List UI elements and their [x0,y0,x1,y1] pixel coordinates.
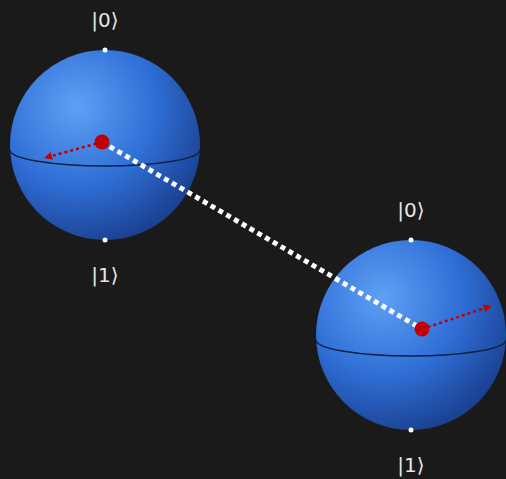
state-point [95,135,110,150]
state-zero-label: |0⟩ [311,198,506,222]
state-zero-label: |0⟩ [5,8,205,32]
state-one-label: |1⟩ [311,453,506,477]
sphere-drawing [311,190,506,479]
bloch-sphere: |0⟩ |1⟩ [311,190,506,479]
entanglement-link [102,142,422,329]
state-one-label: |1⟩ [5,263,205,287]
bloch-sphere: |0⟩ |1⟩ [5,0,205,290]
sphere-drawing [5,0,205,290]
state-point [415,322,430,337]
